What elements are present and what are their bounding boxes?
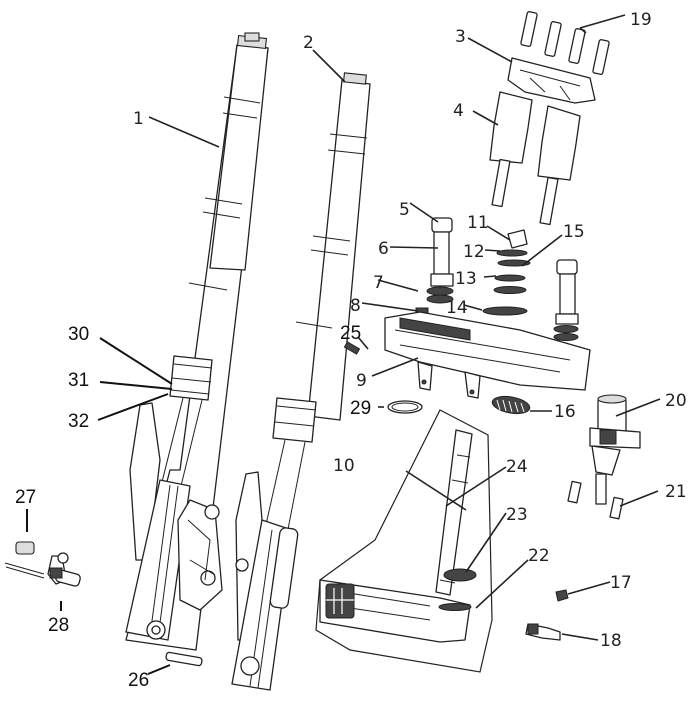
- callout-19: 19: [630, 10, 652, 30]
- callout-32: 32: [68, 411, 89, 432]
- clamp-bolts: [520, 11, 610, 75]
- callout-8: 8: [350, 296, 361, 316]
- callout-15: 15: [563, 222, 585, 242]
- fork-leg-right: [231, 72, 371, 691]
- callout-31: 31: [68, 370, 89, 391]
- fork-leg-left: [125, 32, 269, 651]
- callout-18: 18: [600, 631, 622, 651]
- callout-20: 20: [665, 391, 687, 411]
- callout-5: 5: [399, 200, 410, 220]
- small-fittings: [525, 589, 569, 641]
- callout-28: 28: [48, 615, 69, 636]
- callout-2: 2: [303, 33, 314, 53]
- callout-14: 14: [446, 298, 468, 318]
- callout-6: 6: [378, 239, 389, 259]
- callout-3: 3: [455, 27, 466, 47]
- lower-triple-clamp-group: [315, 409, 493, 673]
- callout-24: 24: [506, 457, 528, 477]
- callout-10: 10: [333, 456, 355, 476]
- speed-sensor: [4, 541, 81, 587]
- callout-16: 16: [554, 402, 576, 422]
- upper-bushing-stack: [415, 217, 579, 352]
- callout-9: 9: [356, 371, 367, 391]
- callout-25: 25: [340, 323, 361, 344]
- upper-triple-clamp: [343, 311, 591, 399]
- leader-lines: [26, 14, 661, 675]
- callout-11: 11: [467, 213, 489, 233]
- ignition-switch: [567, 394, 641, 520]
- callout-17: 17: [610, 573, 632, 593]
- callout-labels: 1 2 3 4 5 6 7 8 9 10 11 12 13 14 15 16 1…: [15, 10, 687, 691]
- spring: [491, 395, 531, 415]
- callout-21: 21: [665, 482, 687, 502]
- callout-23: 23: [506, 505, 528, 525]
- callout-26: 26: [128, 670, 149, 691]
- callout-22: 22: [528, 546, 550, 566]
- callout-1: 1: [133, 109, 144, 129]
- callout-27: 27: [15, 487, 36, 508]
- callout-29: 29: [350, 398, 371, 419]
- pin: [165, 651, 203, 667]
- callout-30: 30: [68, 324, 89, 345]
- handlebar-risers: [489, 91, 581, 226]
- handlebar-clamp: [507, 57, 596, 104]
- callout-7: 7: [373, 273, 384, 293]
- callout-12: 12: [463, 242, 485, 262]
- callout-4: 4: [453, 101, 464, 121]
- callout-13: 13: [455, 269, 477, 289]
